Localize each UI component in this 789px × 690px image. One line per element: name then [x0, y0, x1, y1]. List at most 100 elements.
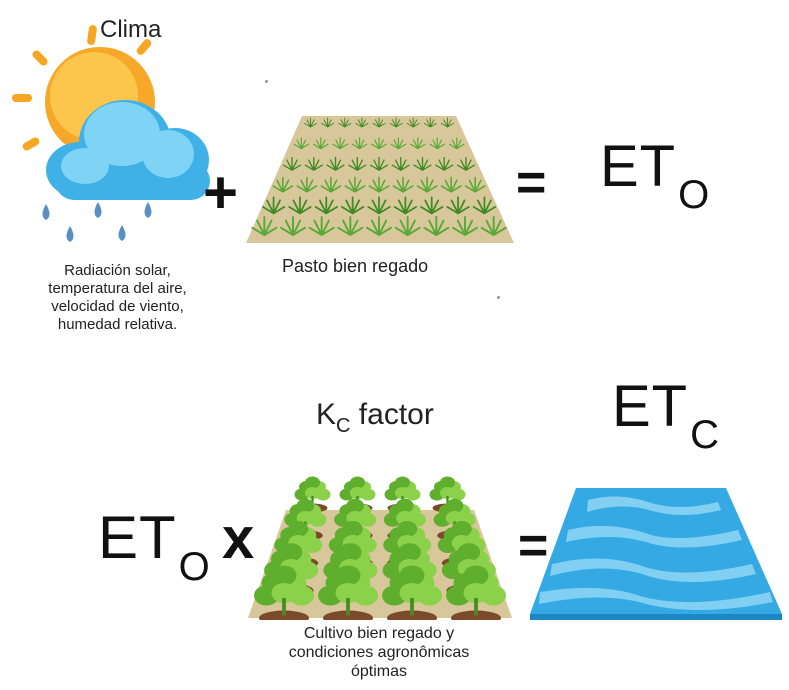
- grass-tuft: [435, 156, 454, 171]
- lettuce-leaf: [395, 476, 410, 489]
- lettuce-leaf: [271, 583, 297, 603]
- lettuce-leaf: [296, 498, 315, 513]
- grass-tuft: [416, 176, 438, 193]
- lettuce-stem: [446, 496, 449, 507]
- lettuce-stem: [346, 598, 350, 616]
- grass-tuft: [392, 176, 414, 193]
- eto-subscript: O: [678, 173, 711, 217]
- eto-result: ETO: [600, 138, 711, 217]
- grass-tuft: [251, 216, 278, 236]
- grass-tuft: [366, 216, 392, 236]
- grass-tuft: [423, 216, 450, 236]
- grass-tuft: [272, 176, 294, 193]
- grass-tuft: [367, 196, 391, 215]
- grass-tuft: [321, 117, 335, 128]
- grass-tuft: [348, 156, 367, 171]
- grass-tuft: [393, 196, 418, 215]
- grass-tuft: [308, 216, 335, 236]
- grass-tuft: [464, 176, 486, 193]
- grass-tuft: [420, 196, 444, 215]
- grass-tuft: [472, 196, 497, 215]
- grass-tuft: [452, 216, 478, 236]
- grass-field-svg: [246, 116, 514, 243]
- grass-tuft: [389, 117, 403, 128]
- grass-tuft: [410, 137, 426, 150]
- lettuce-leaf: [398, 543, 421, 562]
- grass-tuft: [304, 156, 323, 171]
- grass-tuft: [320, 176, 342, 193]
- grass-label: Pasto bien regado: [282, 256, 429, 276]
- et-text: ET: [612, 374, 689, 439]
- grass-tuft: [429, 137, 446, 150]
- times-operator: x: [222, 506, 255, 571]
- kc-k: K: [316, 398, 337, 431]
- kc-subscript: C: [336, 415, 351, 437]
- lettuce-leaf: [396, 498, 414, 513]
- water-svg: [530, 488, 782, 620]
- grass-tuft: [423, 117, 437, 128]
- lettuce-leaf: [463, 583, 489, 603]
- grass-tuft: [368, 176, 390, 193]
- crop-label-line: óptimas: [350, 663, 408, 680]
- grass-tuft: [338, 117, 352, 128]
- lettuce-stem: [311, 496, 314, 507]
- lettuce-leaf: [279, 543, 303, 562]
- etc-subscript: C: [690, 413, 721, 457]
- grass-tuft: [391, 156, 410, 171]
- grass-tuft: [351, 137, 368, 150]
- grass-tuft: [326, 156, 345, 171]
- equals-operator: =: [516, 154, 547, 212]
- plus-operator: +: [203, 159, 239, 226]
- grass-tuft: [280, 216, 306, 236]
- lettuce-leaf: [335, 583, 361, 603]
- climate-desc-line: Radiación solar,: [64, 262, 171, 279]
- grass-tuft: [304, 117, 318, 128]
- grass-tuft: [332, 137, 348, 150]
- lettuce-leaf: [440, 476, 455, 489]
- climate-desc-line: temperatura del aire,: [48, 280, 187, 297]
- crop-label-line: Cultivo bien regado y: [303, 625, 455, 642]
- sun-cloud-rain-icon: [12, 25, 210, 242]
- grass-tuft: [296, 176, 318, 193]
- grass-tuft: [282, 156, 302, 171]
- lettuce-leaf: [457, 543, 481, 562]
- lettuce-leaf: [451, 521, 472, 537]
- lettuce-leaf: [395, 487, 410, 499]
- et-text: ET: [98, 504, 177, 571]
- grass-tuft: [312, 137, 329, 150]
- grass-tuft: [440, 176, 462, 193]
- lettuce-leaf: [288, 521, 309, 537]
- climate-description: Radiación solar, temperatura del aire, v…: [10, 262, 225, 334]
- equals-operator: =: [518, 517, 549, 575]
- climate-desc-line: velocidad de viento,: [51, 298, 184, 315]
- climate-title: Clima: [100, 16, 162, 43]
- grass-tuft: [372, 117, 386, 128]
- lettuce-leaf: [399, 565, 425, 586]
- climate-desc-line: humedad relativa.: [57, 316, 178, 333]
- eto-subscript: O: [178, 545, 211, 589]
- lettuce-stem: [282, 598, 286, 616]
- lettuce-leaf: [339, 543, 362, 562]
- grass-field-icon: [244, 113, 516, 245]
- grass-tuft: [355, 117, 369, 128]
- lettuce-leaf: [463, 565, 489, 586]
- lettuce-leaf: [399, 583, 425, 603]
- kc-factor-label: KC factor: [316, 398, 434, 438]
- lettuce-leaf: [397, 521, 418, 537]
- grass-tuft: [448, 137, 465, 150]
- lettuce-leaf: [440, 487, 455, 499]
- grass-tuft: [456, 156, 476, 171]
- grass-tuft: [261, 196, 286, 215]
- climate-icon: [10, 22, 220, 247]
- crop-field-svg: [248, 476, 512, 626]
- etc-result: ETC: [612, 378, 721, 457]
- crop-label: Cultivo bien regado y condiciones agronô…: [244, 624, 514, 681]
- water-surface-icon: [528, 486, 784, 622]
- grass-tuft: [413, 156, 432, 171]
- lettuce-stem: [474, 598, 478, 616]
- crop-label-line: condiciones agronômicas: [288, 644, 470, 661]
- lettuce-leaf: [346, 498, 364, 513]
- et-text: ET: [600, 134, 677, 199]
- lettuce-leaf: [305, 476, 320, 489]
- lettuce-leaf: [350, 476, 365, 489]
